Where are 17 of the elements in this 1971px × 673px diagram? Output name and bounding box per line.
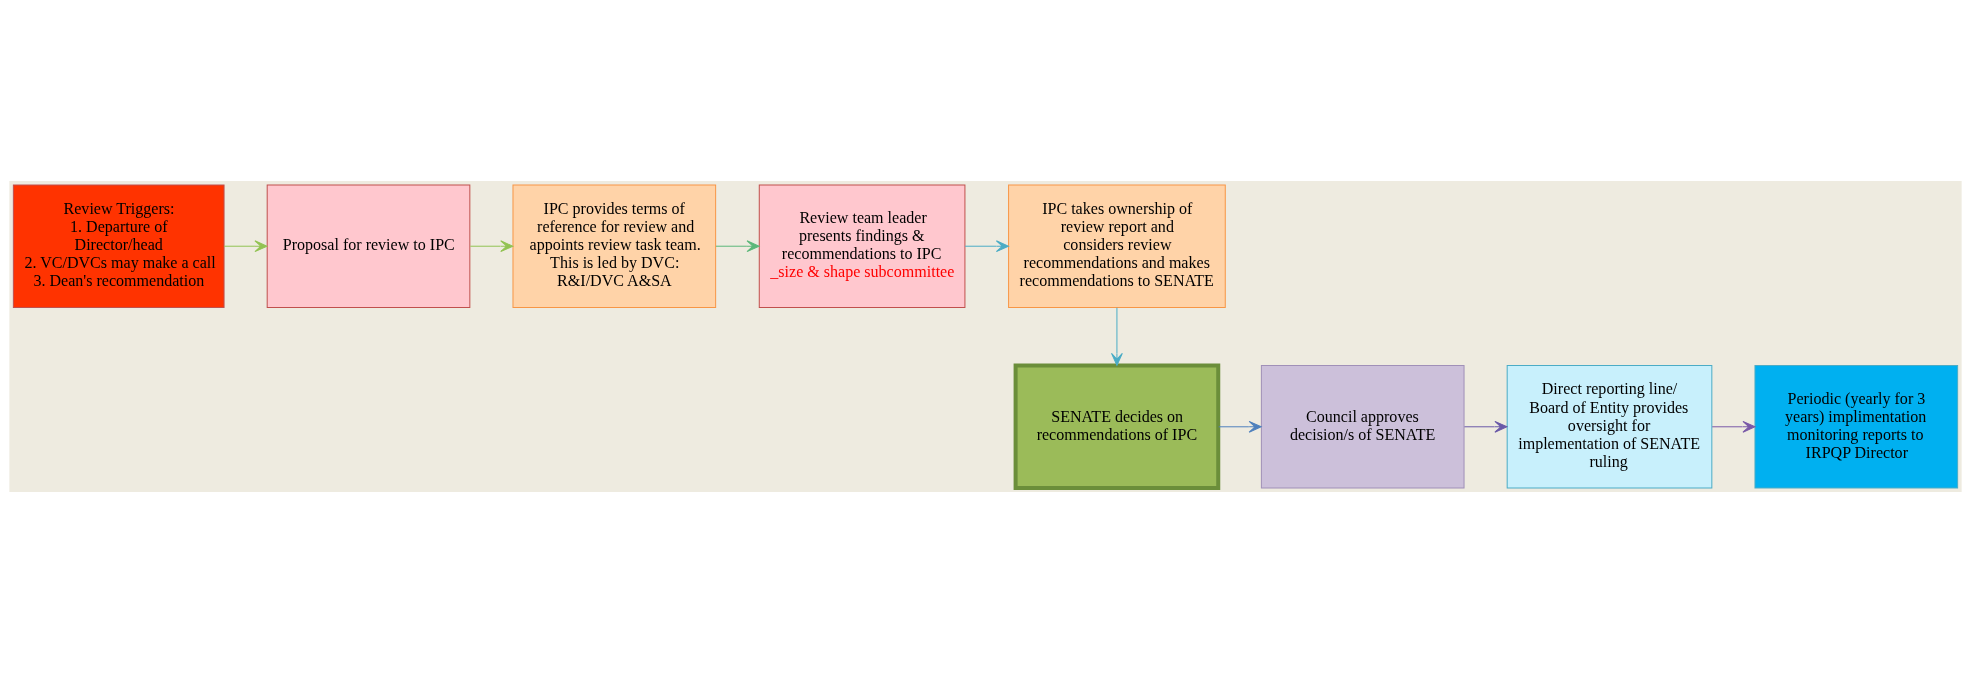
node-box: Council approves decision/s of SENATE: [1260, 365, 1465, 489]
node-box: SENATE decides on recommendations of IPC: [1013, 363, 1221, 490]
arrow: [1463, 420, 1508, 433]
node-box: IPC provides terms of reference for review and appoints review task team. This is led by DVC: R&I/DVC A&SA: [512, 184, 717, 308]
node-box: Periodic (yearly for 3 years) implimentation monitoring reports to IRPQP Director: [1754, 365, 1959, 489]
node-box: Direct reporting line/ Board of Entity provides oversight for implementation of SENATE ruling: [1506, 365, 1713, 489]
node-box: Review Triggers: 1. Departure of Director/head 2. VC/DVCs may make a call 3. Dean's recommendation: [12, 184, 225, 308]
node-box: Proposal for review to IPC: [266, 184, 471, 308]
arrow: [223, 240, 268, 253]
node-box: IPC takes ownership of review report and considers review recommendations and makes recommendations to SENATE: [1008, 184, 1226, 308]
arrow: [1111, 307, 1123, 366]
arrow: [715, 240, 760, 253]
arrow: [1711, 420, 1756, 433]
node-box: Review team leader presents findings & recommendations to IPC _size & shape subcommittee: [758, 184, 966, 308]
arrow: [1218, 420, 1262, 433]
arrow: [964, 240, 1009, 253]
arrow: [469, 240, 514, 253]
